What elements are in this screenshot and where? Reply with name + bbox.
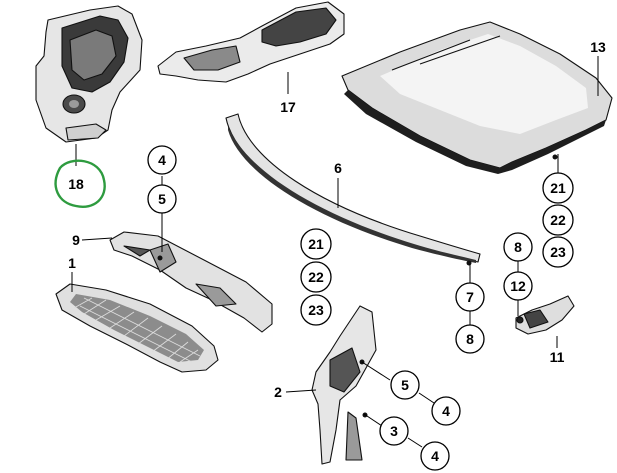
part-11-bracket [515,295,575,335]
part-9-carrier [109,231,273,333]
label-13: 13 [590,39,606,55]
part-17-upper-shield [157,1,345,83]
label-21: 21 [550,180,566,196]
callout-22b: 22 [542,204,574,236]
label-22: 22 [308,269,324,285]
part-13-underbody-panel [341,21,613,174]
callout-8a: 8 [503,232,533,262]
callout-3: 3 [379,416,409,446]
label-3: 3 [390,423,398,439]
callout-12: 12 [503,271,533,301]
callout-5a: 5 [147,184,177,214]
label-11: 11 [550,349,565,365]
callout-21a: 21 [300,228,332,260]
label-4: 4 [442,403,450,419]
part-1-grille [55,283,219,373]
part-2-side-bracket [311,305,377,465]
part-6-spoiler-strip [225,113,481,263]
callout-8b: 8 [455,324,485,354]
callout-23a: 23 [300,294,332,326]
label-17: 17 [280,99,296,115]
label-22: 22 [550,212,566,228]
highlight-circle [54,159,106,208]
label-6: 6 [334,160,342,176]
label-5: 5 [401,377,409,393]
fastener-markers [157,154,558,418]
callout-22a: 22 [300,261,332,293]
label-21: 21 [308,236,324,252]
label-4: 4 [431,448,439,464]
callout-4a: 4 [147,145,177,175]
callout-4b: 4 [431,396,461,426]
callout-21b: 21 [542,172,574,204]
callout-7: 7 [455,282,485,312]
label-4: 4 [158,152,166,168]
callout-18: 18 [54,159,106,208]
label-5: 5 [158,191,166,207]
label-8: 8 [466,331,474,347]
callout-23b: 23 [542,236,574,268]
label-12: 12 [510,278,526,294]
label-23: 23 [550,244,566,260]
label-1: 1 [68,255,76,271]
label-9: 9 [72,232,80,248]
callout-5b: 5 [390,370,420,400]
label-8: 8 [514,239,522,255]
callout-4c: 4 [420,441,450,471]
label-18: 18 [68,176,84,192]
label-23: 23 [308,302,324,318]
label-7: 7 [466,289,474,305]
leader-lines [71,56,599,448]
part-18-wheel-arch-shield [35,5,143,143]
label-2: 2 [274,384,282,400]
